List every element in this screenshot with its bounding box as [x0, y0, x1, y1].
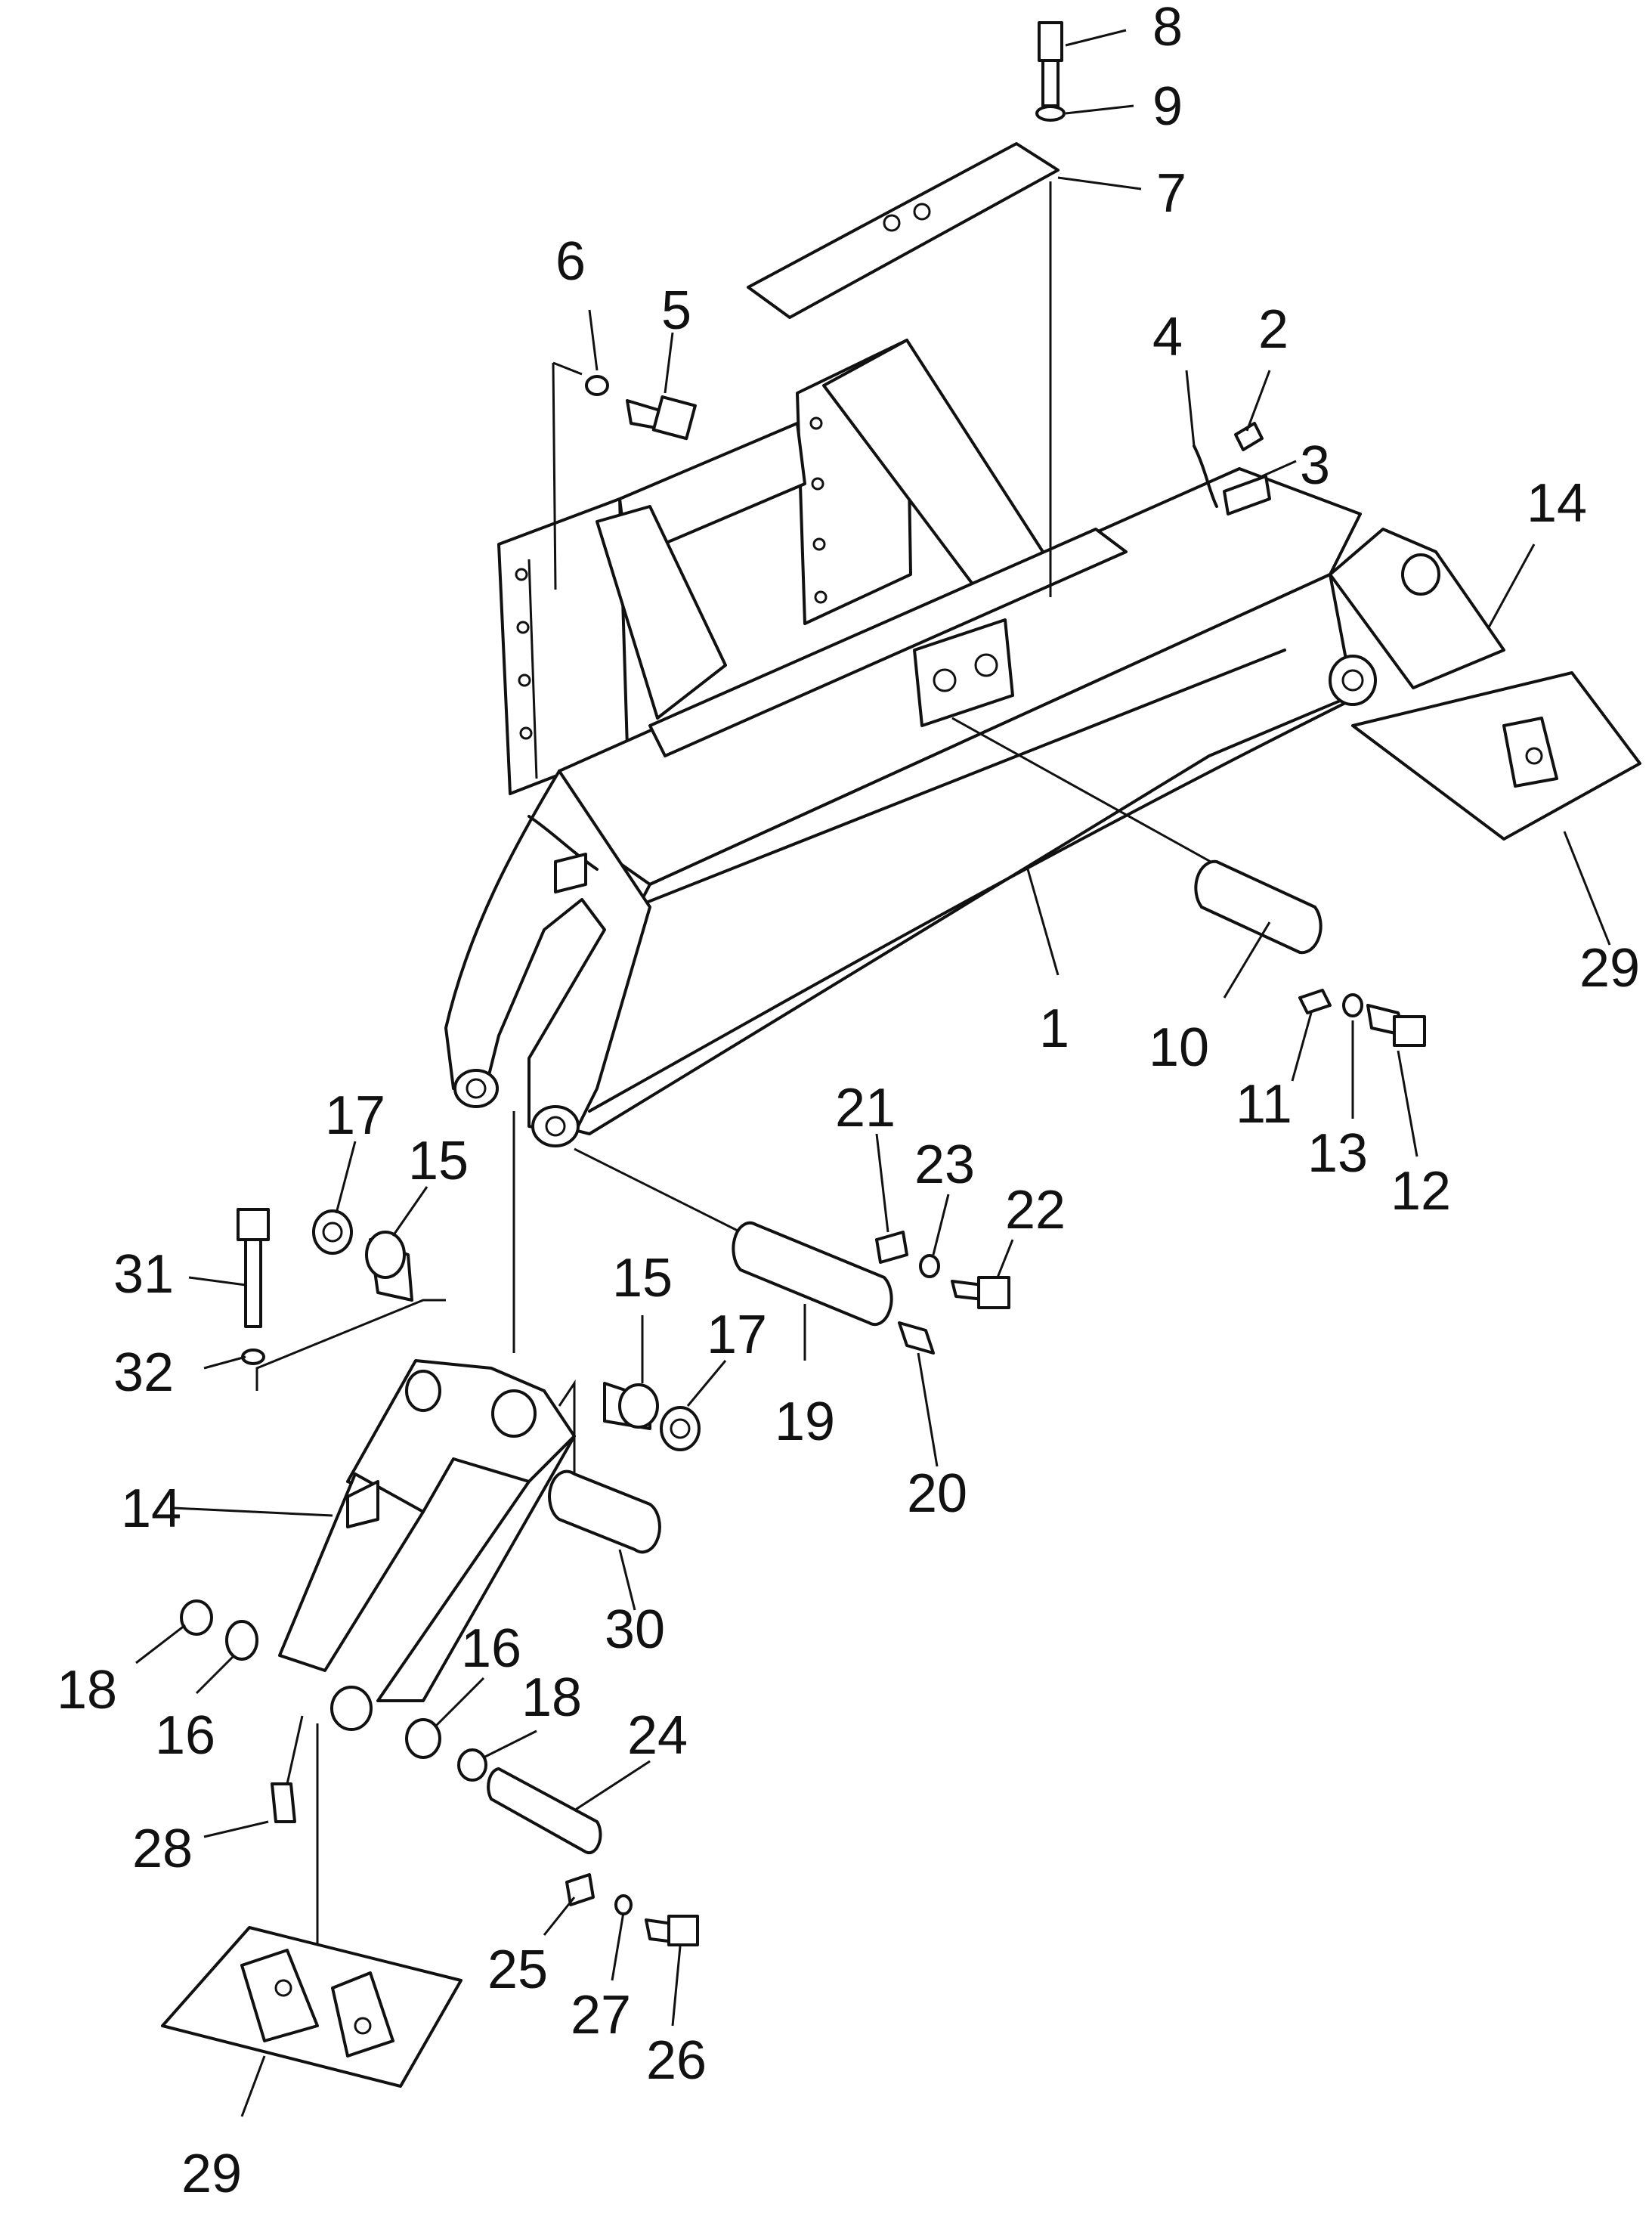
callout-16-left: 16	[155, 1705, 215, 1766]
callout-19: 19	[775, 1392, 835, 1452]
callout-17-right: 17	[707, 1305, 767, 1365]
callout-leaders	[135, 29, 1611, 2117]
callout-15-left: 15	[408, 1131, 469, 1191]
callout-18-left: 18	[57, 1660, 117, 1720]
callout-3: 3	[1300, 435, 1330, 496]
callout-labels: 1 2 3 4 5 6 7 8 9 10 11 12 13 14 14 15 1…	[57, 0, 1640, 2204]
callout-15-right: 15	[612, 1248, 673, 1308]
pin-10-set	[951, 717, 1426, 1047]
callout-18-right: 18	[521, 1667, 582, 1728]
lower-arm-assembly	[161, 1111, 1010, 2088]
callout-14-upper: 14	[1527, 473, 1587, 534]
callout-4: 4	[1152, 307, 1183, 367]
callout-12: 12	[1391, 1161, 1451, 1222]
callout-16-right: 16	[461, 1618, 521, 1679]
callout-24: 24	[627, 1705, 688, 1766]
callout-2: 2	[1258, 299, 1288, 360]
callout-5: 5	[661, 280, 691, 341]
callout-26: 26	[646, 2030, 707, 2091]
callout-25: 25	[487, 1940, 548, 2000]
callout-6: 6	[555, 231, 586, 292]
callout-1: 1	[1039, 999, 1069, 1059]
callout-32: 32	[113, 1342, 174, 1403]
callout-9: 9	[1152, 76, 1183, 137]
callout-30: 30	[605, 1599, 665, 1660]
callout-13: 13	[1307, 1123, 1368, 1184]
callout-8: 8	[1152, 0, 1183, 57]
callout-28: 28	[132, 1819, 193, 1879]
callout-23: 23	[914, 1135, 975, 1195]
callout-22: 22	[1005, 1180, 1066, 1240]
cover-plate	[747, 21, 1066, 597]
callout-29-lower: 29	[181, 2144, 242, 2204]
callout-31: 31	[113, 1244, 174, 1305]
right-arm-assembly	[1329, 528, 1641, 841]
callout-11: 11	[1236, 1074, 1292, 1135]
callout-17-left: 17	[325, 1085, 385, 1146]
callout-21: 21	[835, 1078, 896, 1138]
callout-20: 20	[907, 1463, 967, 1524]
bolt-5-set	[552, 361, 697, 590]
callout-27: 27	[571, 1985, 631, 2045]
callout-7: 7	[1156, 163, 1186, 224]
callout-14-lower: 14	[121, 1479, 181, 1539]
callout-29-upper: 29	[1579, 938, 1640, 999]
callout-10: 10	[1149, 1017, 1209, 1078]
main-frame	[444, 339, 1362, 1147]
